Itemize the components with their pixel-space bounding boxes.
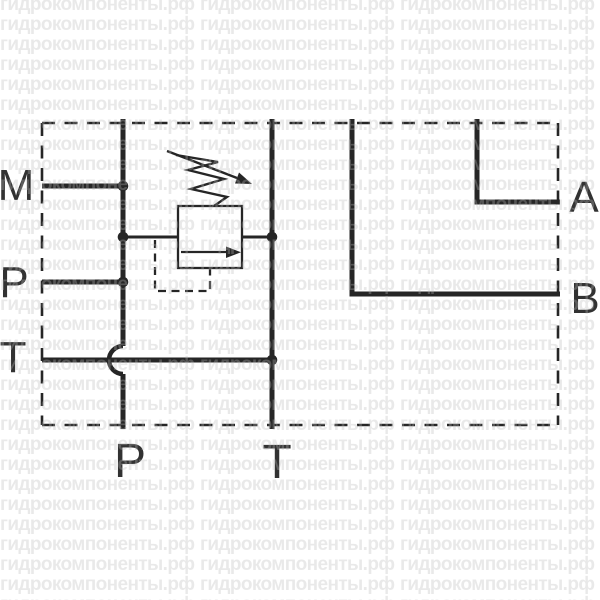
port-label-a: A xyxy=(569,173,599,222)
dashed-pilot-line xyxy=(153,240,212,293)
valve-square-icon xyxy=(176,204,244,270)
valve-block-border xyxy=(40,121,560,427)
main-lines xyxy=(42,119,560,429)
junction-dots xyxy=(117,180,278,366)
port-label-p-bottom: P xyxy=(114,435,146,488)
port-label-t-bottom: T xyxy=(262,436,291,489)
port-label-t-left: T xyxy=(0,333,26,382)
flow-arrow-icon xyxy=(181,246,241,258)
port-label-p-left: P xyxy=(0,258,29,307)
line-hop-icon xyxy=(106,343,124,377)
port-label-m: M xyxy=(0,161,34,210)
adjustable-spring-arrow-icon xyxy=(166,149,252,207)
a-line xyxy=(474,119,560,205)
b-line xyxy=(349,119,560,297)
port-label-b: B xyxy=(570,274,599,323)
